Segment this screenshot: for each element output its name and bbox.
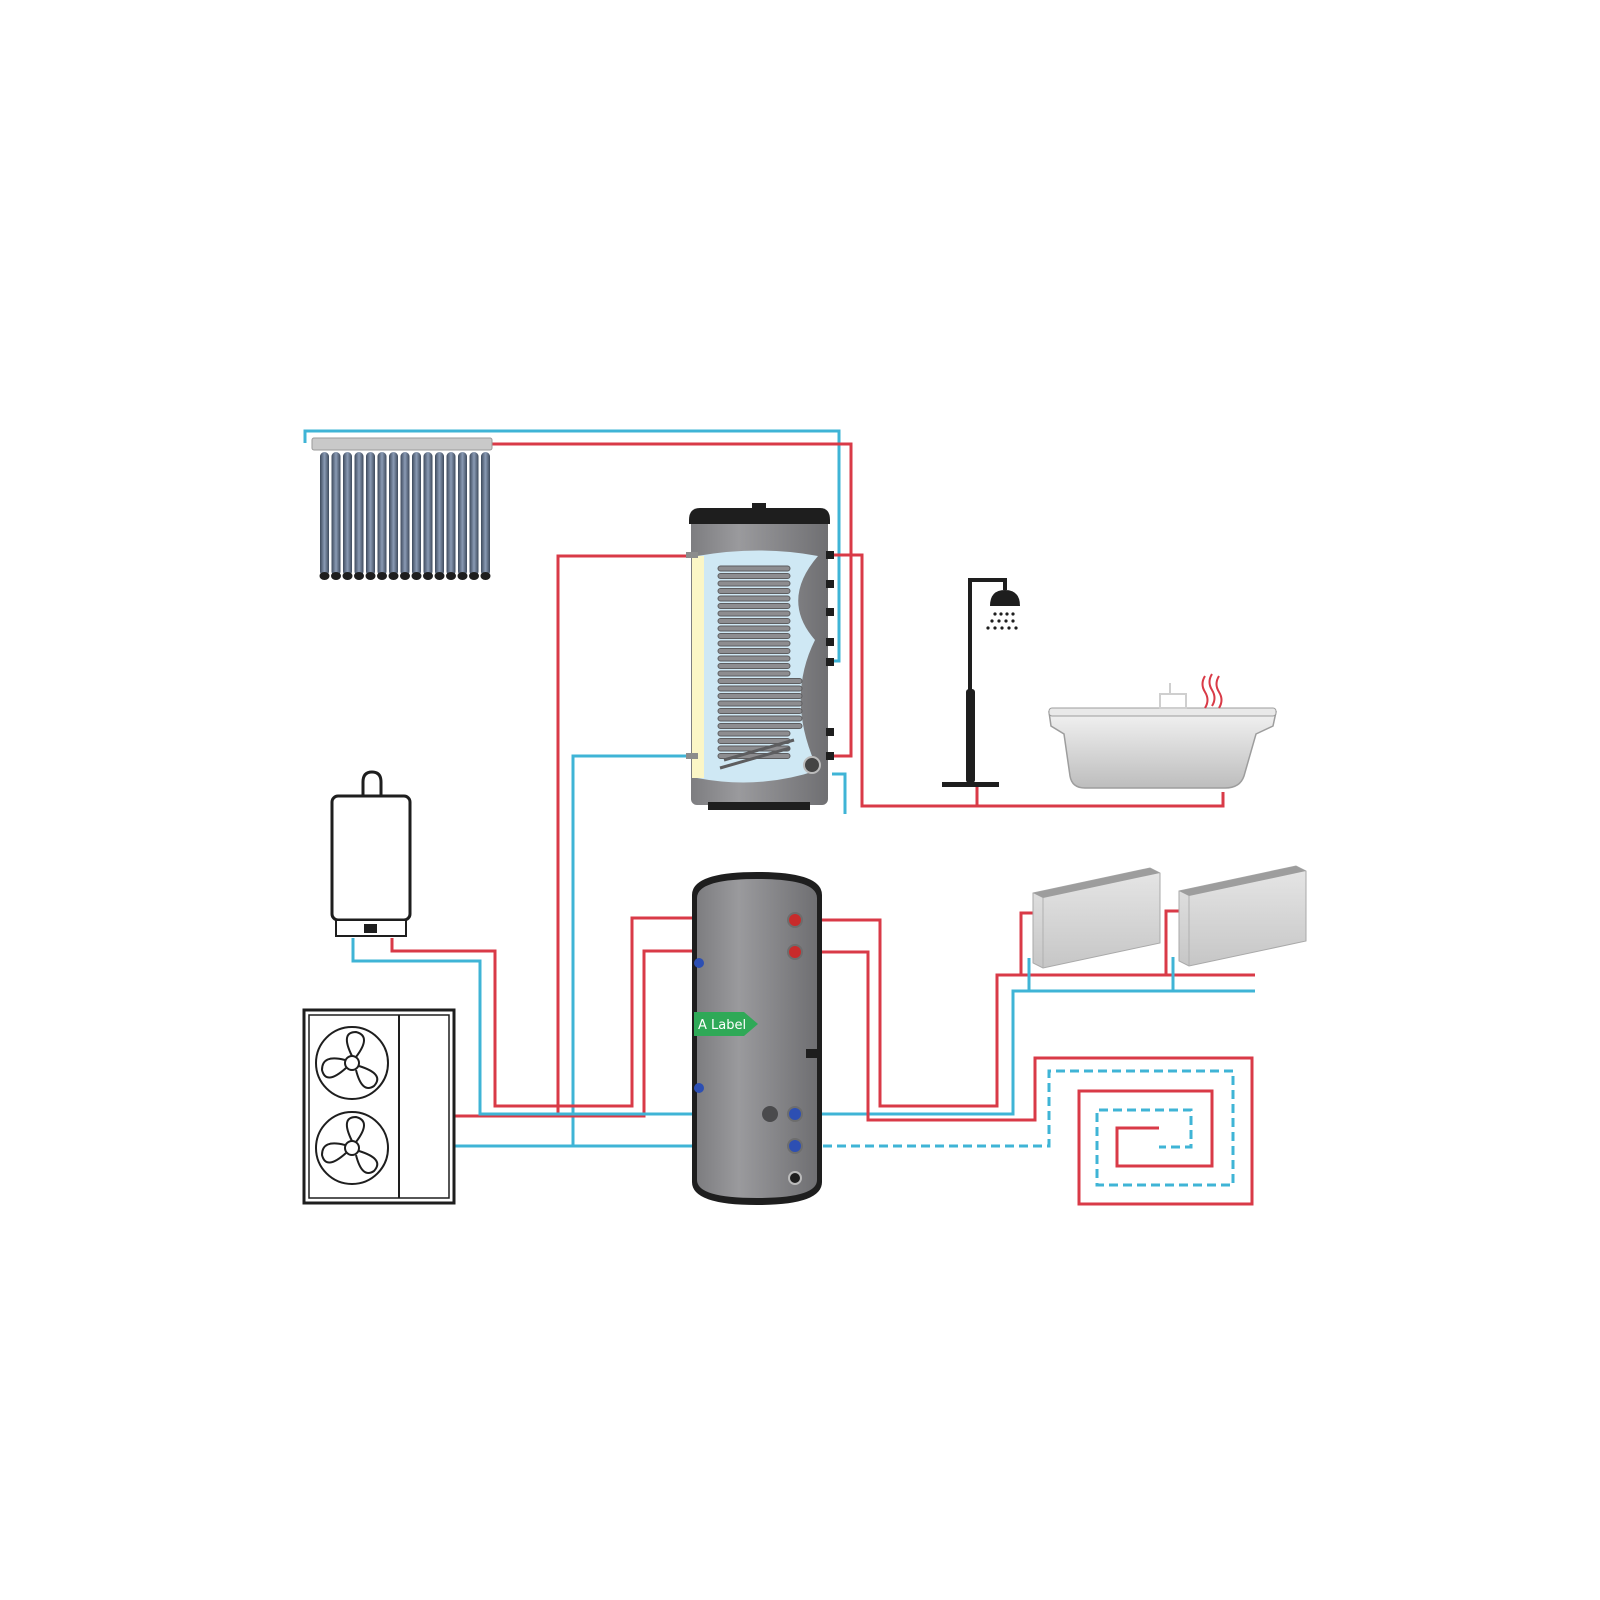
- coil-turn: [717, 603, 791, 609]
- heatpump-flow-pipe: [455, 949, 697, 1118]
- solar-tube-cap: [331, 572, 341, 580]
- solar-tube: [446, 452, 456, 576]
- solar-tube-cap: [400, 572, 410, 580]
- pipes: [303, 429, 1255, 1206]
- energy-label-badge: A Label: [694, 1012, 758, 1036]
- coil-turn: [717, 708, 803, 714]
- fan-coil-unit-icon: [1178, 865, 1307, 967]
- energy-label-text: A Label: [698, 1018, 746, 1033]
- solar-collector-icon: [311, 437, 493, 580]
- solar-tube: [366, 452, 375, 576]
- boiler-return-pipe: [351, 938, 697, 1116]
- fancoil2-flow-drop: [1164, 909, 1183, 975]
- solar-tube: [354, 452, 364, 576]
- solar-tube: [343, 452, 352, 576]
- fan-coil-unit-icon: [1032, 867, 1161, 969]
- buffer-tank-icon: A Label: [692, 872, 822, 1205]
- solar-tube-cap: [365, 572, 376, 580]
- solar-tube: [400, 452, 410, 576]
- coil-turn: [717, 670, 791, 677]
- coil-turn: [717, 685, 803, 692]
- dhw-coil-return-pipe: [455, 754, 690, 1148]
- coil-turn: [717, 640, 791, 647]
- coil-turn: [717, 565, 791, 572]
- solar-tube-cap: [319, 572, 330, 580]
- coil-turn: [717, 700, 803, 707]
- fancoil-flow-pipe: [795, 918, 1255, 1108]
- coil-turn: [717, 730, 791, 737]
- solar-tube-cap: [446, 572, 456, 580]
- ufh-flow-pipe: [795, 950, 1254, 1206]
- solar-tube: [331, 452, 341, 576]
- solar-tube: [320, 452, 329, 576]
- coil-turn: [717, 655, 791, 662]
- heat-exchanger-coil-icon: [717, 565, 803, 759]
- solar-tube: [389, 452, 398, 576]
- coil-turn: [717, 678, 803, 684]
- solar-return-pipe: [303, 429, 841, 663]
- solar-tube-cap: [354, 572, 364, 580]
- dhw-hot-outlet-pipe: [832, 553, 1225, 808]
- coil-turn: [717, 693, 803, 699]
- fancoil-return-pipe: [795, 989, 1255, 1116]
- coil-turn: [717, 633, 791, 639]
- solar-tube-cap: [342, 572, 353, 580]
- gas-boiler-icon: [330, 770, 412, 937]
- solar-tube: [458, 452, 467, 576]
- bathtub-icon: [1048, 673, 1277, 789]
- boiler-flow-pipe: [390, 916, 697, 1108]
- solar-tube: [377, 452, 387, 576]
- solar-tube-cap: [411, 572, 422, 580]
- heat-pump-outdoor-unit-icon: [302, 1008, 456, 1205]
- dhw-cylinder-icon: [686, 503, 834, 810]
- coil-turn: [717, 573, 791, 579]
- coil-turn: [717, 610, 791, 617]
- coil-turn: [717, 580, 791, 587]
- solar-tube-cap: [434, 572, 445, 580]
- coil-turn: [717, 663, 791, 669]
- coil-turn: [717, 618, 791, 624]
- ufh-return-pipe: [795, 1069, 1235, 1187]
- fan-icon: [315, 1026, 389, 1100]
- shower-icon: [942, 578, 1020, 787]
- solar-flow-pipe: [492, 442, 853, 758]
- coil-turn: [717, 588, 791, 594]
- fancoil1-flow-drop: [1019, 911, 1037, 975]
- coil-turn: [717, 715, 803, 722]
- coil-turn: [717, 625, 791, 632]
- solar-tube-cap: [480, 572, 491, 580]
- solar-tube-cap: [377, 572, 387, 580]
- solar-tube-cap: [423, 572, 433, 580]
- solar-tube: [412, 452, 421, 576]
- dhw-cold-inlet-pipe: [832, 772, 847, 814]
- coil-turn: [717, 648, 791, 654]
- coil-turn: [717, 723, 803, 729]
- solar-tube-cap: [457, 572, 468, 580]
- coil-turn: [717, 595, 791, 602]
- solar-tube: [469, 452, 479, 576]
- solar-tube: [423, 452, 433, 576]
- solar-tube: [435, 452, 444, 576]
- fan-icon: [315, 1111, 389, 1185]
- solar-tube-cap: [388, 572, 399, 580]
- solar-tube-cap: [469, 572, 479, 580]
- solar-tube: [481, 452, 490, 576]
